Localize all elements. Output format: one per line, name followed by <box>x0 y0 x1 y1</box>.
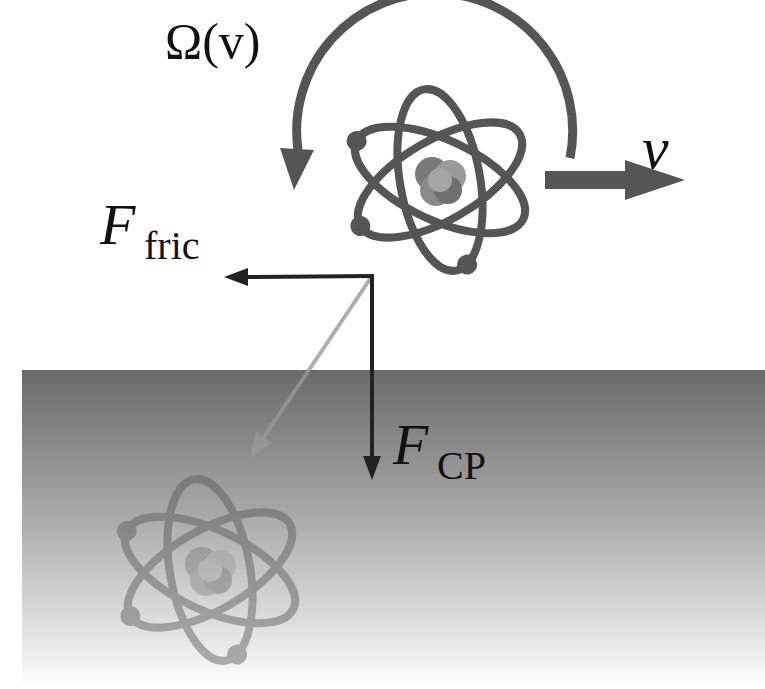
image-atom <box>101 472 311 673</box>
velocity-label: v <box>642 118 669 178</box>
image-force-arrowhead <box>250 432 272 458</box>
surface <box>22 370 765 689</box>
atom <box>331 82 541 283</box>
velocity-arrow <box>545 171 630 189</box>
force-subscript: fric <box>144 226 200 266</box>
rotation-label: Ω(v) <box>165 16 260 66</box>
friction-arrow <box>240 276 374 277</box>
force-subscript: CP <box>437 446 486 486</box>
friction-arrowhead <box>224 268 248 286</box>
rotation-arrowhead <box>280 148 314 190</box>
force-symbol: F <box>393 416 428 474</box>
image-force-line <box>262 276 372 440</box>
casimir-polder-arrowhead <box>363 456 381 480</box>
rotation-arrow <box>297 0 573 158</box>
force-symbol: F <box>100 196 135 254</box>
casimir-polder-arrow <box>370 274 374 462</box>
